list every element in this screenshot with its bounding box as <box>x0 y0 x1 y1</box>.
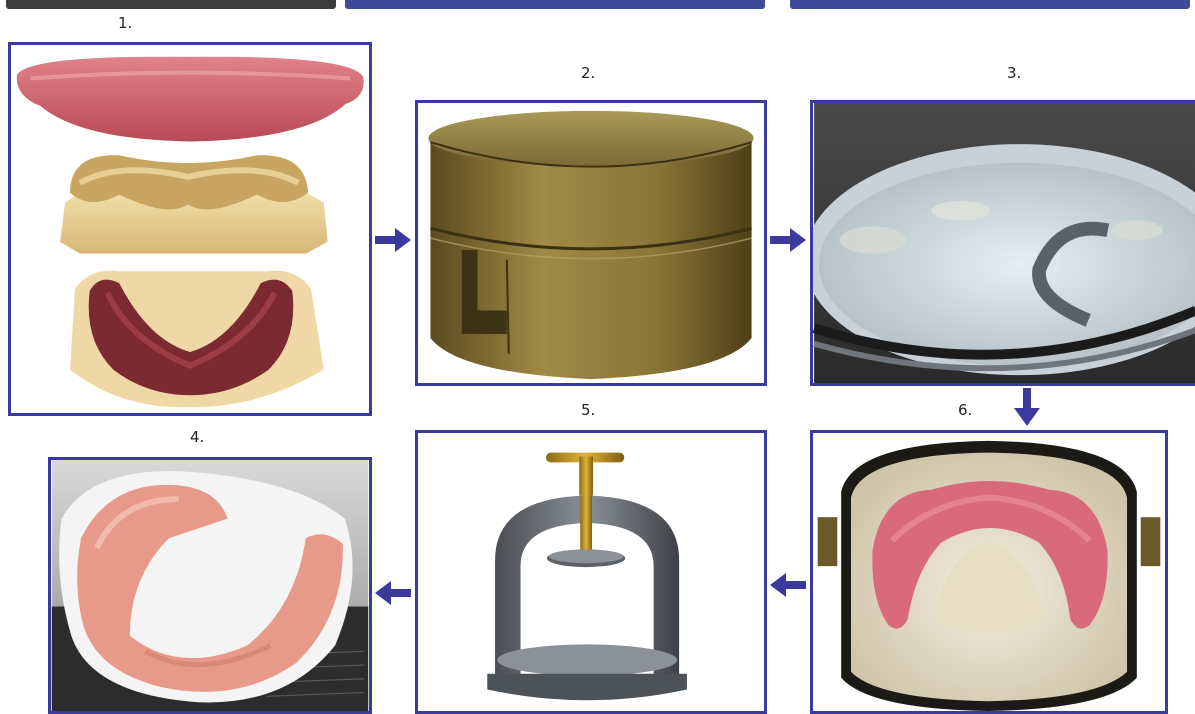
panel-step-1-models <box>8 42 372 416</box>
cropped-heading <box>0 0 1195 16</box>
arrow-right-icon <box>768 225 808 255</box>
arrow-down-icon <box>1011 386 1043 428</box>
step-number-2: 2. <box>581 64 595 82</box>
step-number-5: 5. <box>581 401 595 419</box>
water-bath-image <box>813 103 1195 383</box>
step-number-1: 1. <box>118 14 132 32</box>
press-clamp-image <box>418 433 764 711</box>
panel-step-3-water-bath <box>810 100 1195 386</box>
finished-denture-image <box>51 460 369 711</box>
panel-step-2-flask <box>415 100 767 386</box>
arrow-left-icon <box>373 578 413 608</box>
panel-step-4-finished-denture <box>48 457 372 714</box>
step-number-4: 4. <box>190 428 204 446</box>
panel-step-5-press <box>415 430 767 714</box>
arrow-right-icon <box>373 225 413 255</box>
denture-models-image <box>11 45 369 413</box>
step-number-3: 3. <box>1007 64 1021 82</box>
open-flask-image <box>813 433 1165 711</box>
flask-image <box>418 103 764 383</box>
arrow-left-icon <box>768 570 808 600</box>
step-number-6: 6. <box>958 401 972 419</box>
panel-step-6-open-flask <box>810 430 1168 714</box>
